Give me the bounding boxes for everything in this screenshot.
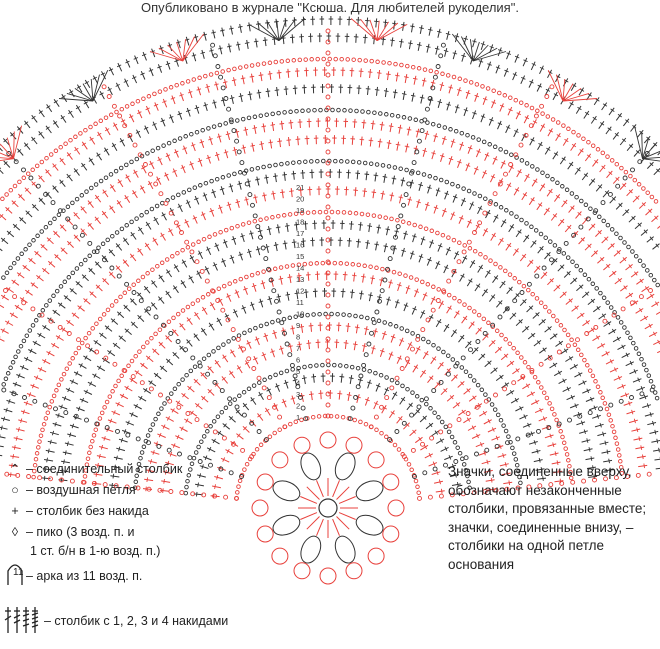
legend-item-slip-stitch: ⌃– соединительный столбик <box>4 461 183 477</box>
row-number: 19 <box>296 206 304 215</box>
row-number: 8 <box>296 333 300 342</box>
row-number: 4 <box>296 379 300 388</box>
row-number: 12 <box>296 287 304 296</box>
picot-icon: ◊ <box>11 525 19 539</box>
note-line: столбики на одной петле <box>448 538 605 553</box>
arch-11-icon <box>4 563 26 587</box>
legend-item-picot-cont: 1 ст. б/н в 1-ю возд. п.) <box>30 544 161 558</box>
legend-item-arch: 11– арка из 11 возд. п. <box>4 563 142 587</box>
row-number: 21 <box>296 183 304 192</box>
note-line: Значки, соединенные вверху, <box>448 464 632 479</box>
row-number: 7 <box>296 344 300 353</box>
single-crochet-icon: + <box>11 504 19 518</box>
row-number: 14 <box>296 264 304 273</box>
note-text: Значки, соединенные вверху, обозначают н… <box>448 463 658 574</box>
row-number: 20 <box>296 195 304 204</box>
note-line: обозначают незаконченные <box>448 482 622 498</box>
row-number: 17 <box>296 229 304 238</box>
legend-item-picot: ◊– пико (3 возд. п. и <box>4 524 135 540</box>
note-line: столбики, провязанные вместе; <box>448 501 647 516</box>
page-header: Опубликовано в журнале "Ксюша. Для любит… <box>141 0 519 15</box>
row-number: 11 <box>296 298 304 307</box>
double-crochet-icons <box>4 605 44 635</box>
row-number: 13 <box>296 275 304 284</box>
legend-item-single-crochet: +– столбик без накида <box>4 503 148 519</box>
slip-stitch-icon: ⌃ <box>9 462 21 476</box>
chain-stitch-icon: ○ <box>11 483 19 497</box>
legend-item-double-crochets: – столбик с 1, 2, 3 и 4 накидами <box>4 605 228 635</box>
row-number: 2 <box>296 402 300 411</box>
chart-stitches-layer <box>0 15 660 585</box>
row-number: 3 <box>296 390 300 399</box>
row-number: 15 <box>296 252 304 261</box>
note-line: значки, соединенные внизу, – <box>448 519 634 535</box>
row-number: 16 <box>296 241 304 250</box>
row-number: 1 <box>296 413 300 422</box>
row-number: 6 <box>296 356 300 365</box>
legend-item-chain: ○– воздушная петля <box>4 482 135 498</box>
row-number: 10 <box>296 310 304 319</box>
arch-count: 11 <box>13 567 24 578</box>
row-number: 18 <box>296 218 304 227</box>
note-line: основания <box>448 556 515 572</box>
row-number: 5 <box>296 367 300 376</box>
row-number: 9 <box>296 321 300 330</box>
